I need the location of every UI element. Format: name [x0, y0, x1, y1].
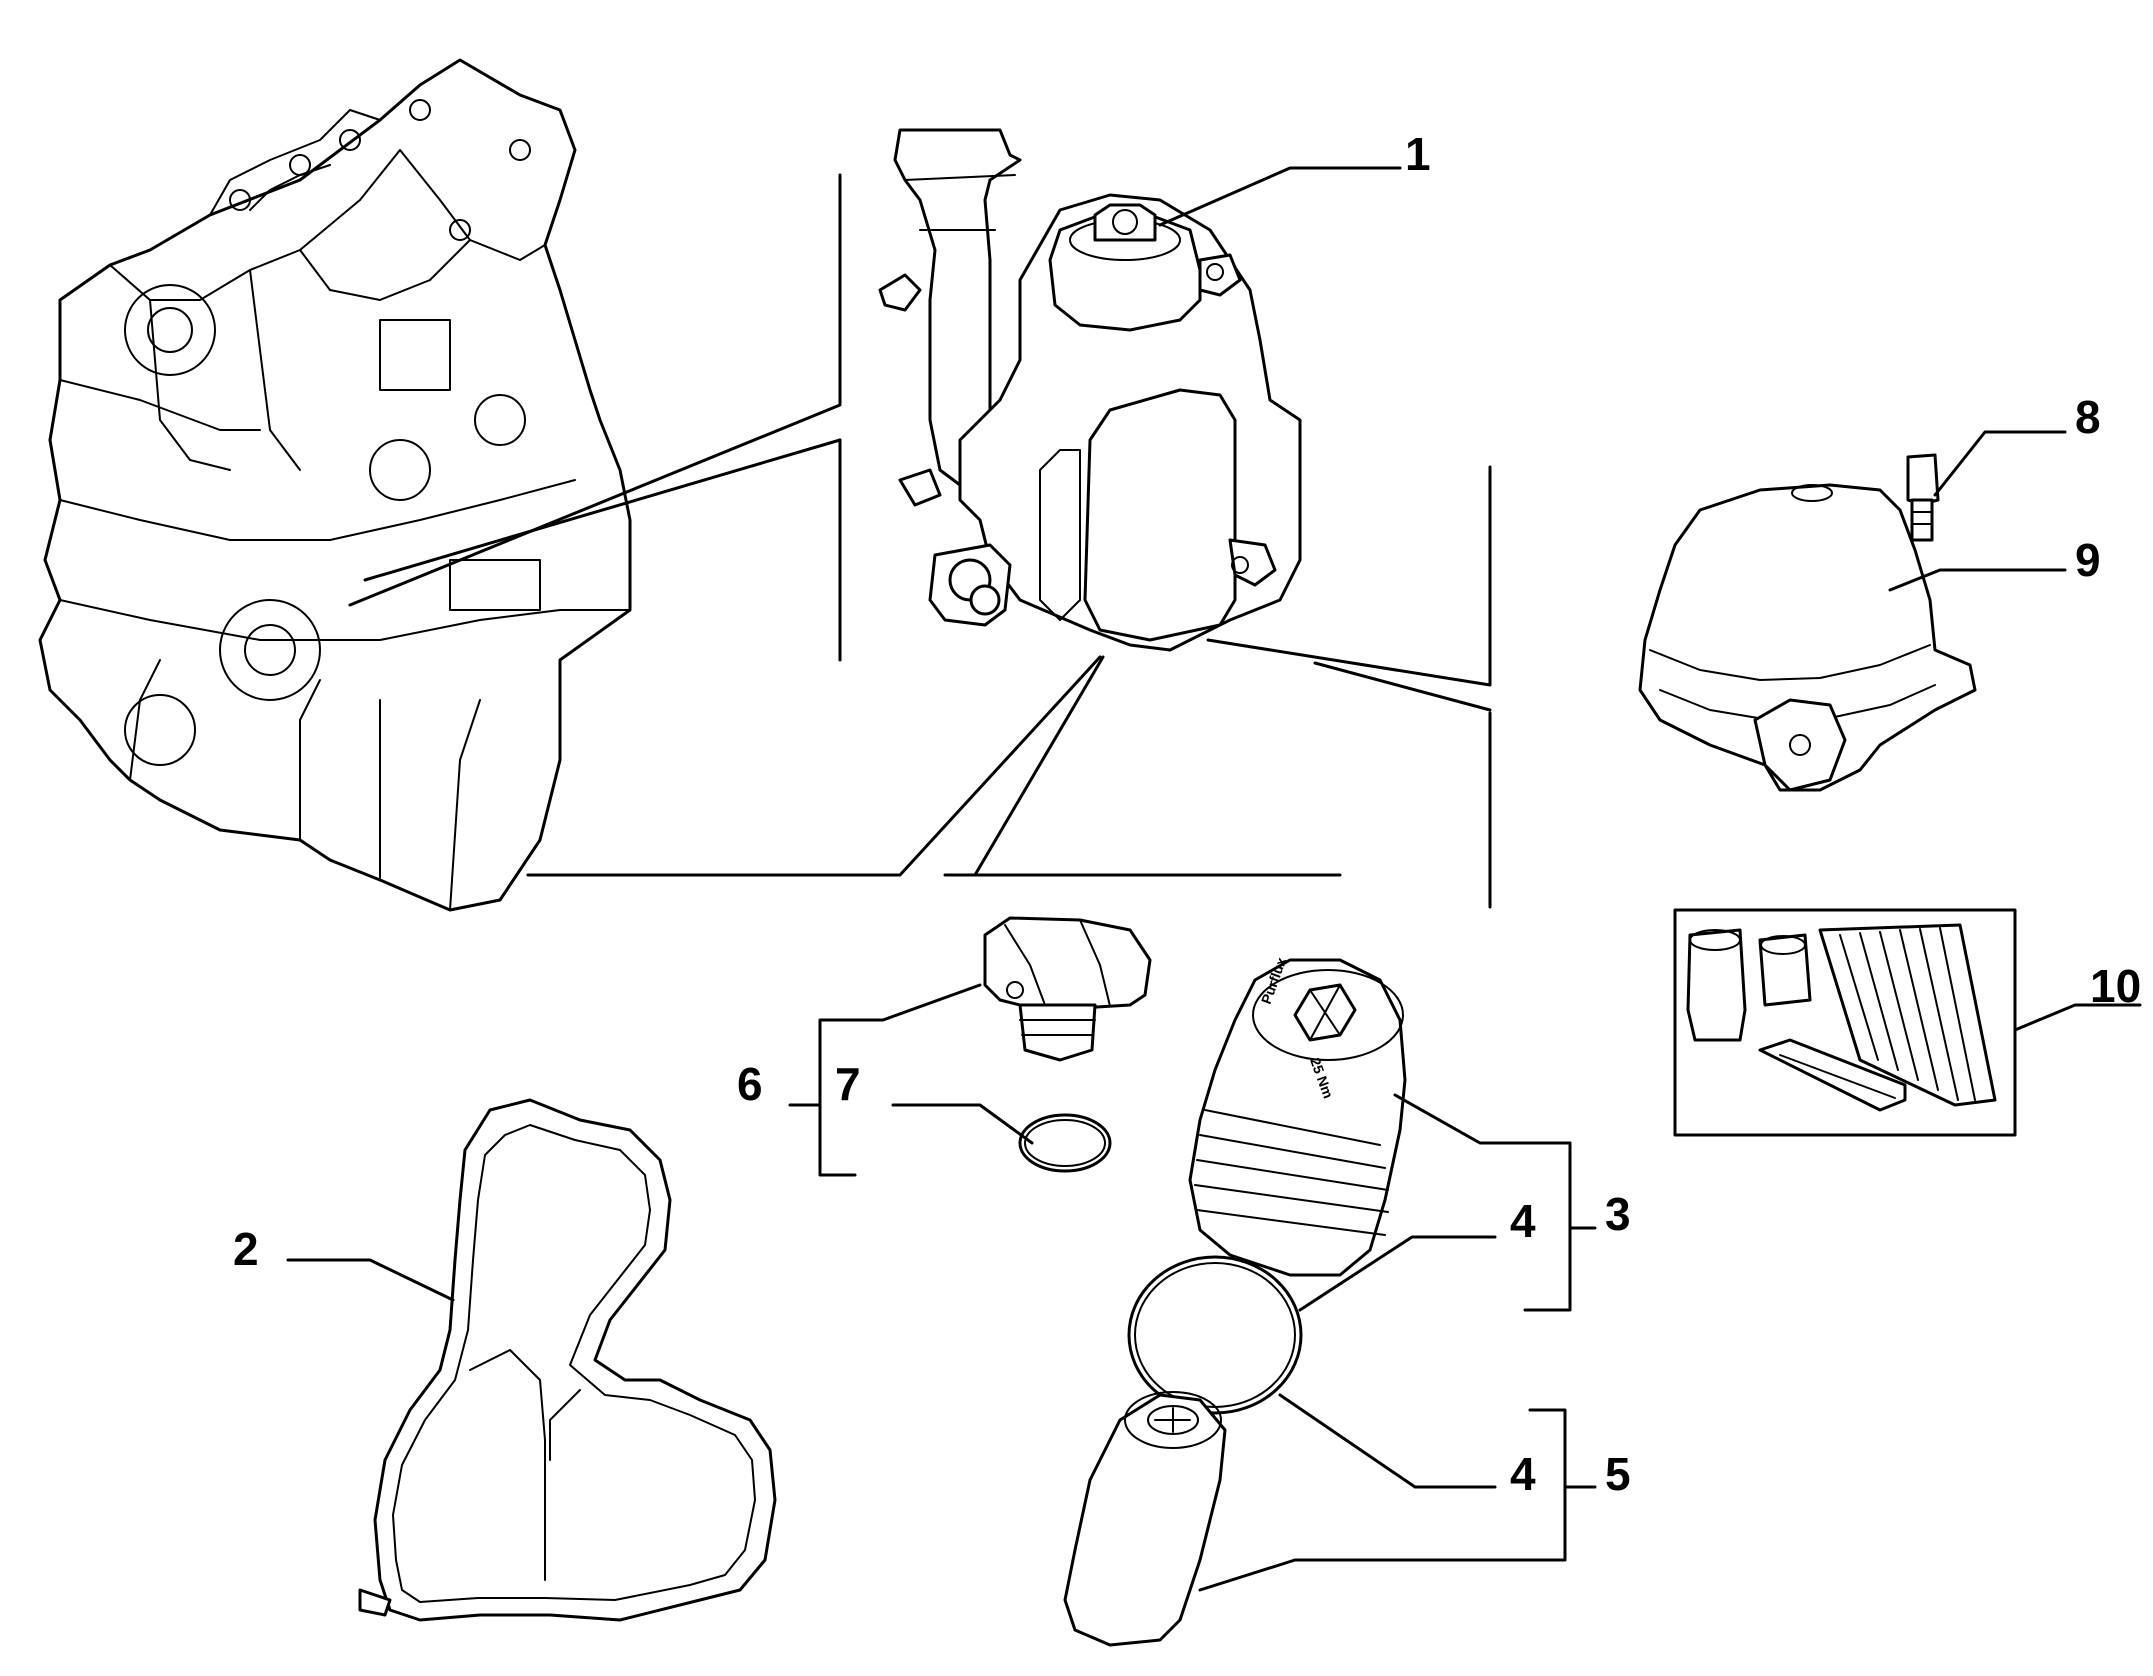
- oil-filter-housing: [878, 128, 1302, 652]
- large-o-ring: [1127, 1255, 1303, 1415]
- callout-9: 9: [2075, 534, 2101, 586]
- oil-filter-cartridge: [1063, 1391, 1227, 1647]
- callout-5: 5: [1605, 1448, 1631, 1500]
- callout-4b: 4: [1510, 1448, 1536, 1500]
- callout-1: 1: [1405, 128, 1431, 180]
- grouping-lines: [286, 166, 2142, 1592]
- callout-7: 7: [835, 1058, 861, 1110]
- callout-2: 2: [233, 1223, 259, 1275]
- housing-cover: [1638, 483, 1977, 792]
- small-o-ring: [1018, 1113, 1112, 1173]
- engine-block-illustration: [38, 58, 632, 912]
- callout-8: 8: [2075, 391, 2101, 443]
- filter-kit: [1673, 908, 2017, 1137]
- callout-3: 3: [1605, 1188, 1631, 1240]
- oil-filler-cap: [983, 916, 1152, 1062]
- callout-10: 10: [2090, 960, 2141, 1012]
- callout-6: 6: [737, 1058, 763, 1110]
- housing-gasket: [358, 1098, 777, 1622]
- callout-4a: 4: [1510, 1195, 1536, 1247]
- filter-cap: Purflux 25 Nm: [1188, 955, 1407, 1277]
- bolt: [1906, 453, 1940, 542]
